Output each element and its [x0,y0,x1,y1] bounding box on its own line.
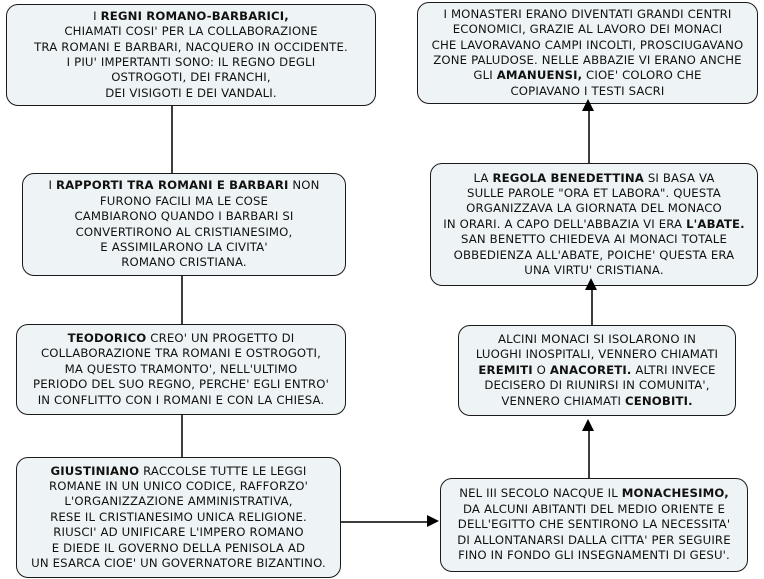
connector-giustiniano-to-monachesimo [341,521,428,523]
node-rapporti-romani-barbari-text: I RAPPORTI TRA ROMANI E BARBARI NON FURO… [48,178,320,270]
node-rapporti-romani-barbari: I RAPPORTI TRA ROMANI E BARBARI NON FURO… [22,173,346,276]
node-regni-romano-barbarici-text: I REGNI ROMANO-BARBARICI, CHIAMATI COSI'… [34,8,348,100]
connector-eremiti-to-regola-arrowhead [585,278,598,290]
node-teodorico-text: TEODORICO CREO' UN PROGETTO DI COLLABORA… [33,330,329,407]
node-eremiti-anacoreti-cenobiti-text: ALCINI MONACI SI ISOLARONO IN LUOGHI INO… [475,331,719,408]
connector-teodorico-to-giustiniano [181,415,183,458]
node-monasteri-amanuensi-text: I MONASTERI ERANO DIVENTATI GRANDI CENTR… [431,6,744,98]
node-regola-benedettina: LA REGOLA BENEDETTINA SI BASA VA SULLE P… [430,163,758,286]
node-eremiti-anacoreti-cenobiti: ALCINI MONACI SI ISOLARONO IN LUOGHI INO… [458,325,736,416]
node-monasteri-amanuensi: I MONASTERI ERANO DIVENTATI GRANDI CENTR… [417,2,758,104]
node-giustiniano-text: GIUSTINIANO RACCOLSE TUTTE LE LEGGI ROMA… [31,463,326,571]
connector-eremiti-to-regola [591,289,593,326]
node-monachesimo-text: NEL III SECOLO NACQUE IL MONACHESIMO, DA… [457,486,731,563]
connector-regni-to-rapporti [171,106,173,174]
node-giustiniano: GIUSTINIANO RACCOLSE TUTTE LE LEGGI ROMA… [16,457,341,578]
node-monachesimo: NEL III SECOLO NACQUE IL MONACHESIMO, DA… [440,478,748,572]
connector-giustiniano-to-monachesimo-arrowhead [427,515,439,528]
connector-rapporti-to-teodorico [181,276,183,325]
node-regni-romano-barbarici: I REGNI ROMANO-BARBARICI, CHIAMATI COSI'… [6,4,376,106]
connector-regola-to-monasteri [588,110,590,164]
connector-regola-to-monasteri-arrowhead [582,99,595,111]
node-regola-benedettina-text: LA REGOLA BENEDETTINA SI BASA VA SULLE P… [443,170,745,278]
connector-monachesimo-to-eremiti-arrowhead [582,419,595,431]
node-teodorico: TEODORICO CREO' UN PROGETTO DI COLLABORA… [16,324,346,415]
connector-monachesimo-to-eremiti [588,430,590,479]
